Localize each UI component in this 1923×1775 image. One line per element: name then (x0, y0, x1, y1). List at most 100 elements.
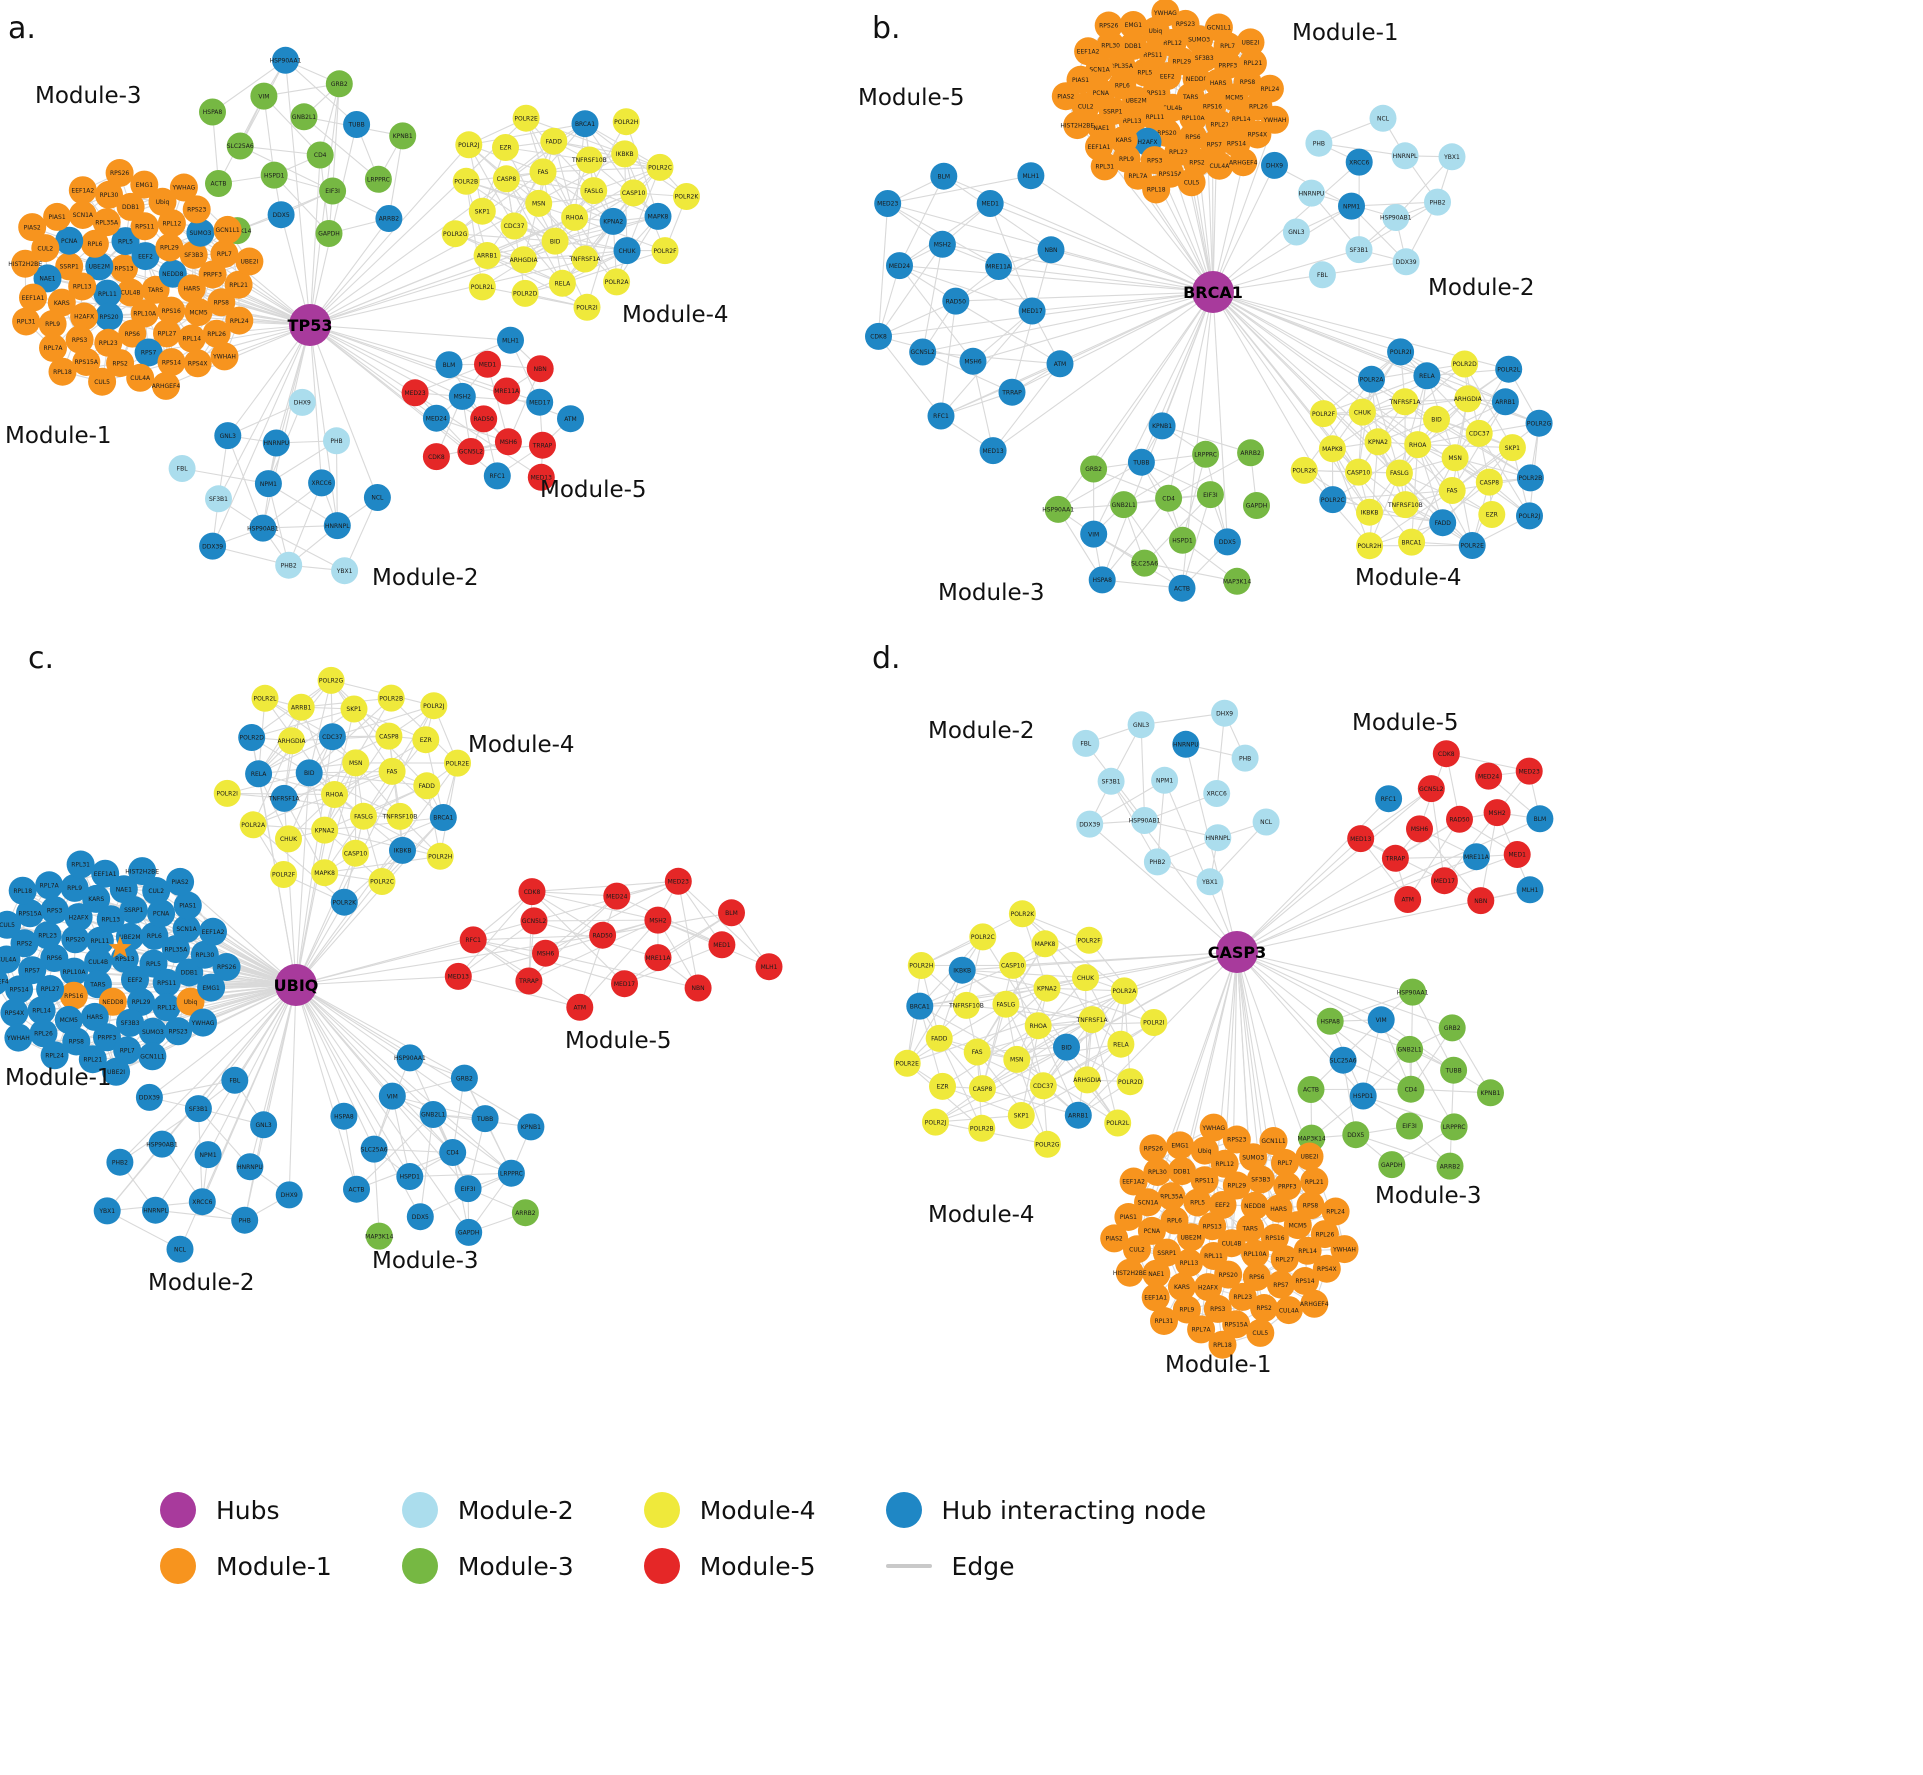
node-RPS4X[interactable]: RPS4X (0, 998, 29, 1027)
node-RPL35A[interactable]: RPL35A (1157, 1182, 1186, 1211)
node-RPL31[interactable]: RPL31 (12, 307, 41, 336)
node-RPL24[interactable]: RPL24 (40, 1041, 69, 1070)
node-FASLG[interactable]: FASLG (1385, 459, 1413, 487)
node-RHOA[interactable]: RHOA (321, 781, 348, 808)
node-GRB2[interactable]: GRB2 (1080, 455, 1108, 483)
node-PHB[interactable]: PHB (323, 427, 350, 455)
node-BRCA1[interactable]: BRCA1 (906, 992, 934, 1020)
node-RPL12[interactable]: RPL12 (1210, 1149, 1239, 1178)
node-HSP90AB1[interactable]: HSP90AB1 (1129, 807, 1161, 834)
node-TRRAP[interactable]: TRRAP (515, 967, 543, 995)
node-POLR2C[interactable]: POLR2C (368, 868, 396, 895)
node-DDX39[interactable]: DDX39 (135, 1083, 163, 1111)
node-MED24[interactable]: MED24 (1475, 762, 1503, 790)
node-TUBB[interactable]: TUBB (343, 111, 371, 138)
node-PHB2[interactable]: PHB2 (1143, 848, 1171, 876)
node-RPL24[interactable]: RPL24 (1255, 74, 1284, 103)
node-EIF3I[interactable]: EIF3I (319, 177, 347, 205)
node-POLR2K[interactable]: POLR2K (330, 888, 358, 916)
node-CUL5[interactable]: CUL5 (1246, 1318, 1275, 1347)
node-GCN5L2[interactable]: GCN5L2 (520, 907, 548, 935)
node-ACTB[interactable]: ACTB (205, 170, 232, 197)
node-POLR2H[interactable]: POLR2H (1356, 532, 1384, 560)
hub-BRCA1[interactable]: BRCA1 (1183, 271, 1243, 313)
node-DDX39[interactable]: DDX39 (199, 532, 227, 560)
node-GCN5L2[interactable]: GCN5L2 (909, 338, 937, 366)
node-EIF3I[interactable]: EIF3I (1396, 1112, 1423, 1140)
node-MLH1[interactable]: MLH1 (755, 953, 783, 981)
node-GRB2[interactable]: GRB2 (1438, 1014, 1466, 1042)
node-RPS20[interactable]: RPS20 (1214, 1260, 1243, 1289)
node-CD4[interactable]: CD4 (439, 1139, 467, 1166)
node-RPL24[interactable]: RPL24 (225, 306, 254, 335)
node-RAD50[interactable]: RAD50 (470, 405, 498, 433)
node-EEF2[interactable]: EEF2 (1208, 1191, 1237, 1219)
node-NCL[interactable]: NCL (166, 1235, 194, 1263)
node-SUMO3[interactable]: SUMO3 (186, 218, 215, 247)
node-CDC37[interactable]: CDC37 (500, 212, 528, 240)
node-MED13[interactable]: MED13 (1347, 825, 1375, 853)
node-FASLG[interactable]: FASLG (580, 177, 608, 205)
node-GAPDH[interactable]: GAPDH (455, 1218, 483, 1246)
node-NCL[interactable]: NCL (1369, 104, 1397, 132)
node-RPS7[interactable]: RPS7 (134, 338, 163, 367)
node-PRPF3[interactable]: PRPF3 (198, 260, 227, 289)
node-PIAS2[interactable]: PIAS2 (1051, 82, 1080, 111)
node-BLM[interactable]: BLM (718, 899, 745, 927)
node-MED13[interactable]: MED13 (527, 463, 555, 491)
node-FAS[interactable]: FAS (378, 757, 406, 785)
node-RPL18[interactable]: RPL18 (1208, 1330, 1237, 1359)
node-LRPPRC[interactable]: LRPPRC (497, 1159, 525, 1187)
node-HNRNPL[interactable]: HNRNPL (323, 512, 351, 540)
node-RPS2[interactable]: RPS2 (10, 929, 39, 958)
node-RPL12[interactable]: RPL12 (157, 209, 186, 238)
node-MCM5[interactable]: MCM5 (1283, 1211, 1312, 1240)
node-MED13[interactable]: MED13 (979, 437, 1007, 465)
node-RPL14[interactable]: RPL14 (27, 996, 56, 1025)
node-RPS26[interactable]: RPS26 (1094, 11, 1123, 40)
node-RPL11[interactable]: RPL11 (93, 279, 122, 308)
node-MSH6[interactable]: MSH6 (532, 939, 559, 967)
node-GCN1L1[interactable]: GCN1L1 (213, 215, 242, 244)
node-POLR2K[interactable]: POLR2K (673, 183, 700, 210)
node-RPL9[interactable]: RPL9 (60, 873, 89, 902)
node-ARRB2[interactable]: ARRB2 (1436, 1152, 1464, 1180)
node-POLR2B[interactable]: POLR2B (377, 684, 405, 712)
node-CUL4A[interactable]: CUL4A (126, 363, 155, 392)
node-YBX1[interactable]: YBX1 (93, 1197, 121, 1225)
node-CUL4A[interactable]: CUL4A (1274, 1296, 1303, 1325)
node-VIM[interactable]: VIM (250, 82, 278, 110)
node-POLR2A[interactable]: POLR2A (239, 811, 267, 839)
node-TNFRSF10B[interactable]: TNFRSF10B (1387, 491, 1423, 519)
node-MAPK8[interactable]: MAPK8 (644, 202, 672, 230)
node-RPS15A[interactable]: RPS15A (1222, 1310, 1251, 1339)
node-RPL29[interactable]: RPL29 (1222, 1171, 1251, 1200)
node-EEF1A1[interactable]: EEF1A1 (19, 283, 47, 312)
node-RPS11[interactable]: RPS11 (1190, 1166, 1219, 1195)
node-RPS15A[interactable]: RPS15A (16, 899, 44, 928)
node-KARS[interactable]: KARS (1167, 1272, 1196, 1301)
hub-TP53[interactable]: TP53 (288, 304, 333, 346)
node-ACTB[interactable]: ACTB (343, 1175, 370, 1203)
node-XRCC6[interactable]: XRCC6 (308, 469, 336, 497)
node-RPS4X[interactable]: RPS4X (1312, 1254, 1341, 1283)
node-ATM[interactable]: ATM (1046, 350, 1074, 378)
node-RPL21[interactable]: RPL21 (1238, 49, 1267, 77)
node-RPL30[interactable]: RPL30 (95, 180, 123, 209)
node-ARHGDIA[interactable]: ARHGDIA (278, 727, 307, 755)
node-MED24[interactable]: MED24 (886, 252, 913, 280)
node-NPM1[interactable]: NPM1 (254, 470, 282, 498)
node-RPL31[interactable]: RPL31 (1090, 152, 1119, 181)
node-TNFRSF1A[interactable]: TNFRSF1A (1076, 1006, 1109, 1034)
node-MSH6[interactable]: MSH6 (959, 347, 987, 375)
node-HSPA8[interactable]: HSPA8 (1088, 566, 1116, 594)
node-LRPPRC[interactable]: LRPPRC (364, 165, 392, 193)
node-UBE2I[interactable]: UBE2I (102, 1057, 131, 1086)
node-MAP3K14[interactable]: MAP3K14 (1223, 567, 1251, 595)
node-RPS20[interactable]: RPS20 (61, 925, 90, 954)
node-POLR2F[interactable]: POLR2F (1075, 926, 1103, 954)
node-POLR2A[interactable]: POLR2A (1110, 977, 1138, 1005)
node-RPS4X[interactable]: RPS4X (183, 349, 212, 378)
node-KPNB1[interactable]: KPNB1 (1148, 412, 1176, 440)
node-NAE1[interactable]: NAE1 (33, 264, 62, 293)
